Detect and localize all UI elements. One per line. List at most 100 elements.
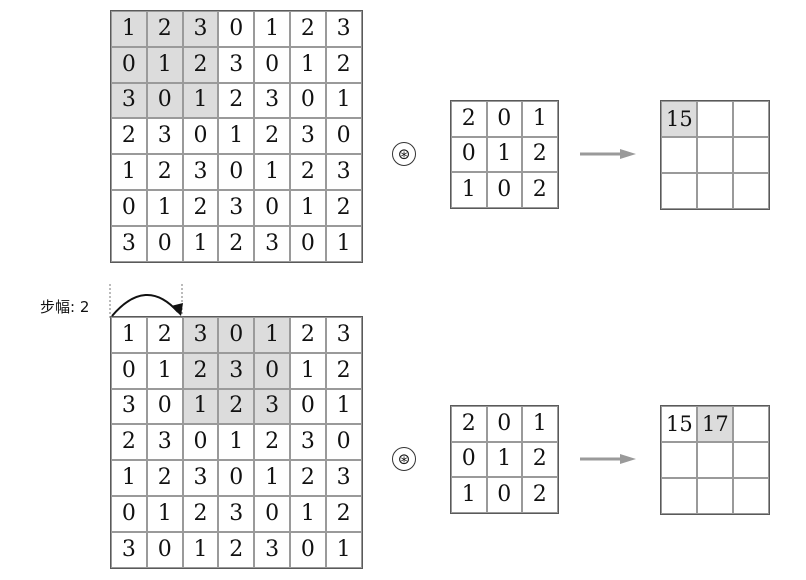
output-grid-2-cell: 15 <box>661 406 697 442</box>
output-grid-2-cell <box>733 406 769 442</box>
input-grid-2-cell: 0 <box>218 460 255 496</box>
input-grid-1-cell: 0 <box>218 154 255 190</box>
kernel-grid-2-cell: 0 <box>486 406 522 442</box>
input-grid-1-cell: 1 <box>289 46 326 83</box>
kernel-grid-1-cell: 1 <box>486 136 522 172</box>
input-grid-2-cell: 3 <box>325 317 362 353</box>
output-grid-2-cell <box>733 478 769 514</box>
input-grid-2-cell: 1 <box>182 531 219 568</box>
input-grid-1-cell: 2 <box>111 118 147 155</box>
input-grid-1-cell: 0 <box>146 82 183 119</box>
input-grid-2-cell: 1 <box>325 388 362 425</box>
kernel-grid-2-cell: 0 <box>451 441 487 477</box>
kernel-grid-2-cell: 1 <box>486 441 522 477</box>
input-grid-1-cell: 0 <box>289 82 326 119</box>
output-grid-2-cell <box>697 442 733 478</box>
input-grid-1-cell: 2 <box>218 225 255 262</box>
input-grid-2-cell: 1 <box>254 317 290 353</box>
input-grid-2-cell: 2 <box>146 460 183 496</box>
input-grid-1-cell: 2 <box>325 46 362 83</box>
input-grid-1-cell: 2 <box>146 154 183 190</box>
input-grid-1-cell: 2 <box>289 11 326 47</box>
input-grid-1-cell: 3 <box>325 11 362 47</box>
output-grid-2-cell <box>661 478 697 514</box>
input-grid-1-cell: 3 <box>111 225 147 262</box>
kernel-grid-1-cell: 0 <box>486 172 522 208</box>
input-grid-2-cell: 1 <box>218 424 255 461</box>
input-grid-2-cell: 3 <box>146 424 183 461</box>
input-grid-2-cell: 0 <box>254 495 290 532</box>
input-grid-1-cell: 3 <box>325 154 362 190</box>
input-grid-1-cell: 0 <box>254 46 290 83</box>
output-grid-1-cell: 15 <box>661 101 697 137</box>
input-grid-1-cell: 3 <box>218 46 255 83</box>
input-grid-2-cell: 2 <box>254 424 290 461</box>
input-grid-2-cell: 0 <box>111 352 147 389</box>
input-grid-2-cell: 0 <box>218 317 255 353</box>
input-grid-1-cell: 2 <box>218 82 255 119</box>
input-grid-2-cell: 3 <box>111 388 147 425</box>
input-grid-1-cell: 0 <box>111 46 147 83</box>
output-grid-1-cell <box>733 137 769 173</box>
input-grid-2-cell: 1 <box>254 460 290 496</box>
input-grid-2-cell: 1 <box>289 352 326 389</box>
input-grid-1-cell: 0 <box>289 225 326 262</box>
kernel-grid-1-cell: 2 <box>522 172 558 208</box>
input-grid-2-cell: 3 <box>218 352 255 389</box>
input-grid-1-cell: 2 <box>289 154 326 190</box>
input-grid-2-cell: 1 <box>325 531 362 568</box>
output-grid-1-cell <box>661 137 697 173</box>
kernel-grid-2-cell: 2 <box>522 477 558 513</box>
input-grid-1-cell: 3 <box>182 154 219 190</box>
input-grid-2-cell: 2 <box>289 317 326 353</box>
input-grid-1-cell: 1 <box>254 154 290 190</box>
input-grid-2-cell: 2 <box>182 495 219 532</box>
input-grid-2-cell: 2 <box>325 352 362 389</box>
kernel-grid-2-cell: 0 <box>486 477 522 513</box>
input-grid-2-cell: 1 <box>111 317 147 353</box>
convolution-operator-icon-1: ⊛ <box>392 142 416 166</box>
input-grid-1-cell: 1 <box>254 11 290 47</box>
output-grid-1-cell <box>697 137 733 173</box>
output-grid-1-cell <box>661 173 697 209</box>
input-grid-1-cell: 1 <box>218 118 255 155</box>
input-grid-2-cell: 1 <box>111 460 147 496</box>
stride-arrowhead <box>171 303 183 316</box>
kernel-grid-1-cell: 2 <box>451 101 487 137</box>
input-grid-1-cell: 2 <box>146 11 183 47</box>
output-grid-1-cell <box>697 101 733 137</box>
input-grid-2-cell: 0 <box>146 388 183 425</box>
input-grid-1-cell: 0 <box>111 189 147 226</box>
input-grid-2-cell: 3 <box>111 531 147 568</box>
input-grid-1-cell: 1 <box>289 189 326 226</box>
input-grid-1-cell: 3 <box>218 189 255 226</box>
input-grid-1-cell: 3 <box>146 118 183 155</box>
input-grid-1-cell: 2 <box>182 189 219 226</box>
kernel-grid-1-cell: 0 <box>486 101 522 137</box>
input-grid-1-cell: 0 <box>325 118 362 155</box>
input-grid-2-cell: 0 <box>325 424 362 461</box>
input-grid-2-cell: 2 <box>182 352 219 389</box>
output-grid-1-cell <box>733 101 769 137</box>
output-grid-2-cell <box>733 442 769 478</box>
input-grid-2-cell: 0 <box>289 388 326 425</box>
stride-label: 步幅: 2 <box>40 298 90 316</box>
output-grid-1-cell <box>697 173 733 209</box>
input-grid-1-cell: 1 <box>182 225 219 262</box>
input-grid-2-cell: 3 <box>182 460 219 496</box>
input-grid-2-cell: 0 <box>111 495 147 532</box>
input-grid-1-cell: 2 <box>254 118 290 155</box>
input-grid-2-cell: 3 <box>218 495 255 532</box>
convolution-operator-icon-2: ⊛ <box>392 447 416 471</box>
output-grid-1: 15 <box>660 100 770 210</box>
kernel-grid-2-cell: 2 <box>451 406 487 442</box>
input-grid-2-cell: 3 <box>254 531 290 568</box>
input-grid-2-cell: 1 <box>182 388 219 425</box>
input-grid-1-cell: 0 <box>146 225 183 262</box>
output-grid-2-cell: 17 <box>697 406 733 442</box>
